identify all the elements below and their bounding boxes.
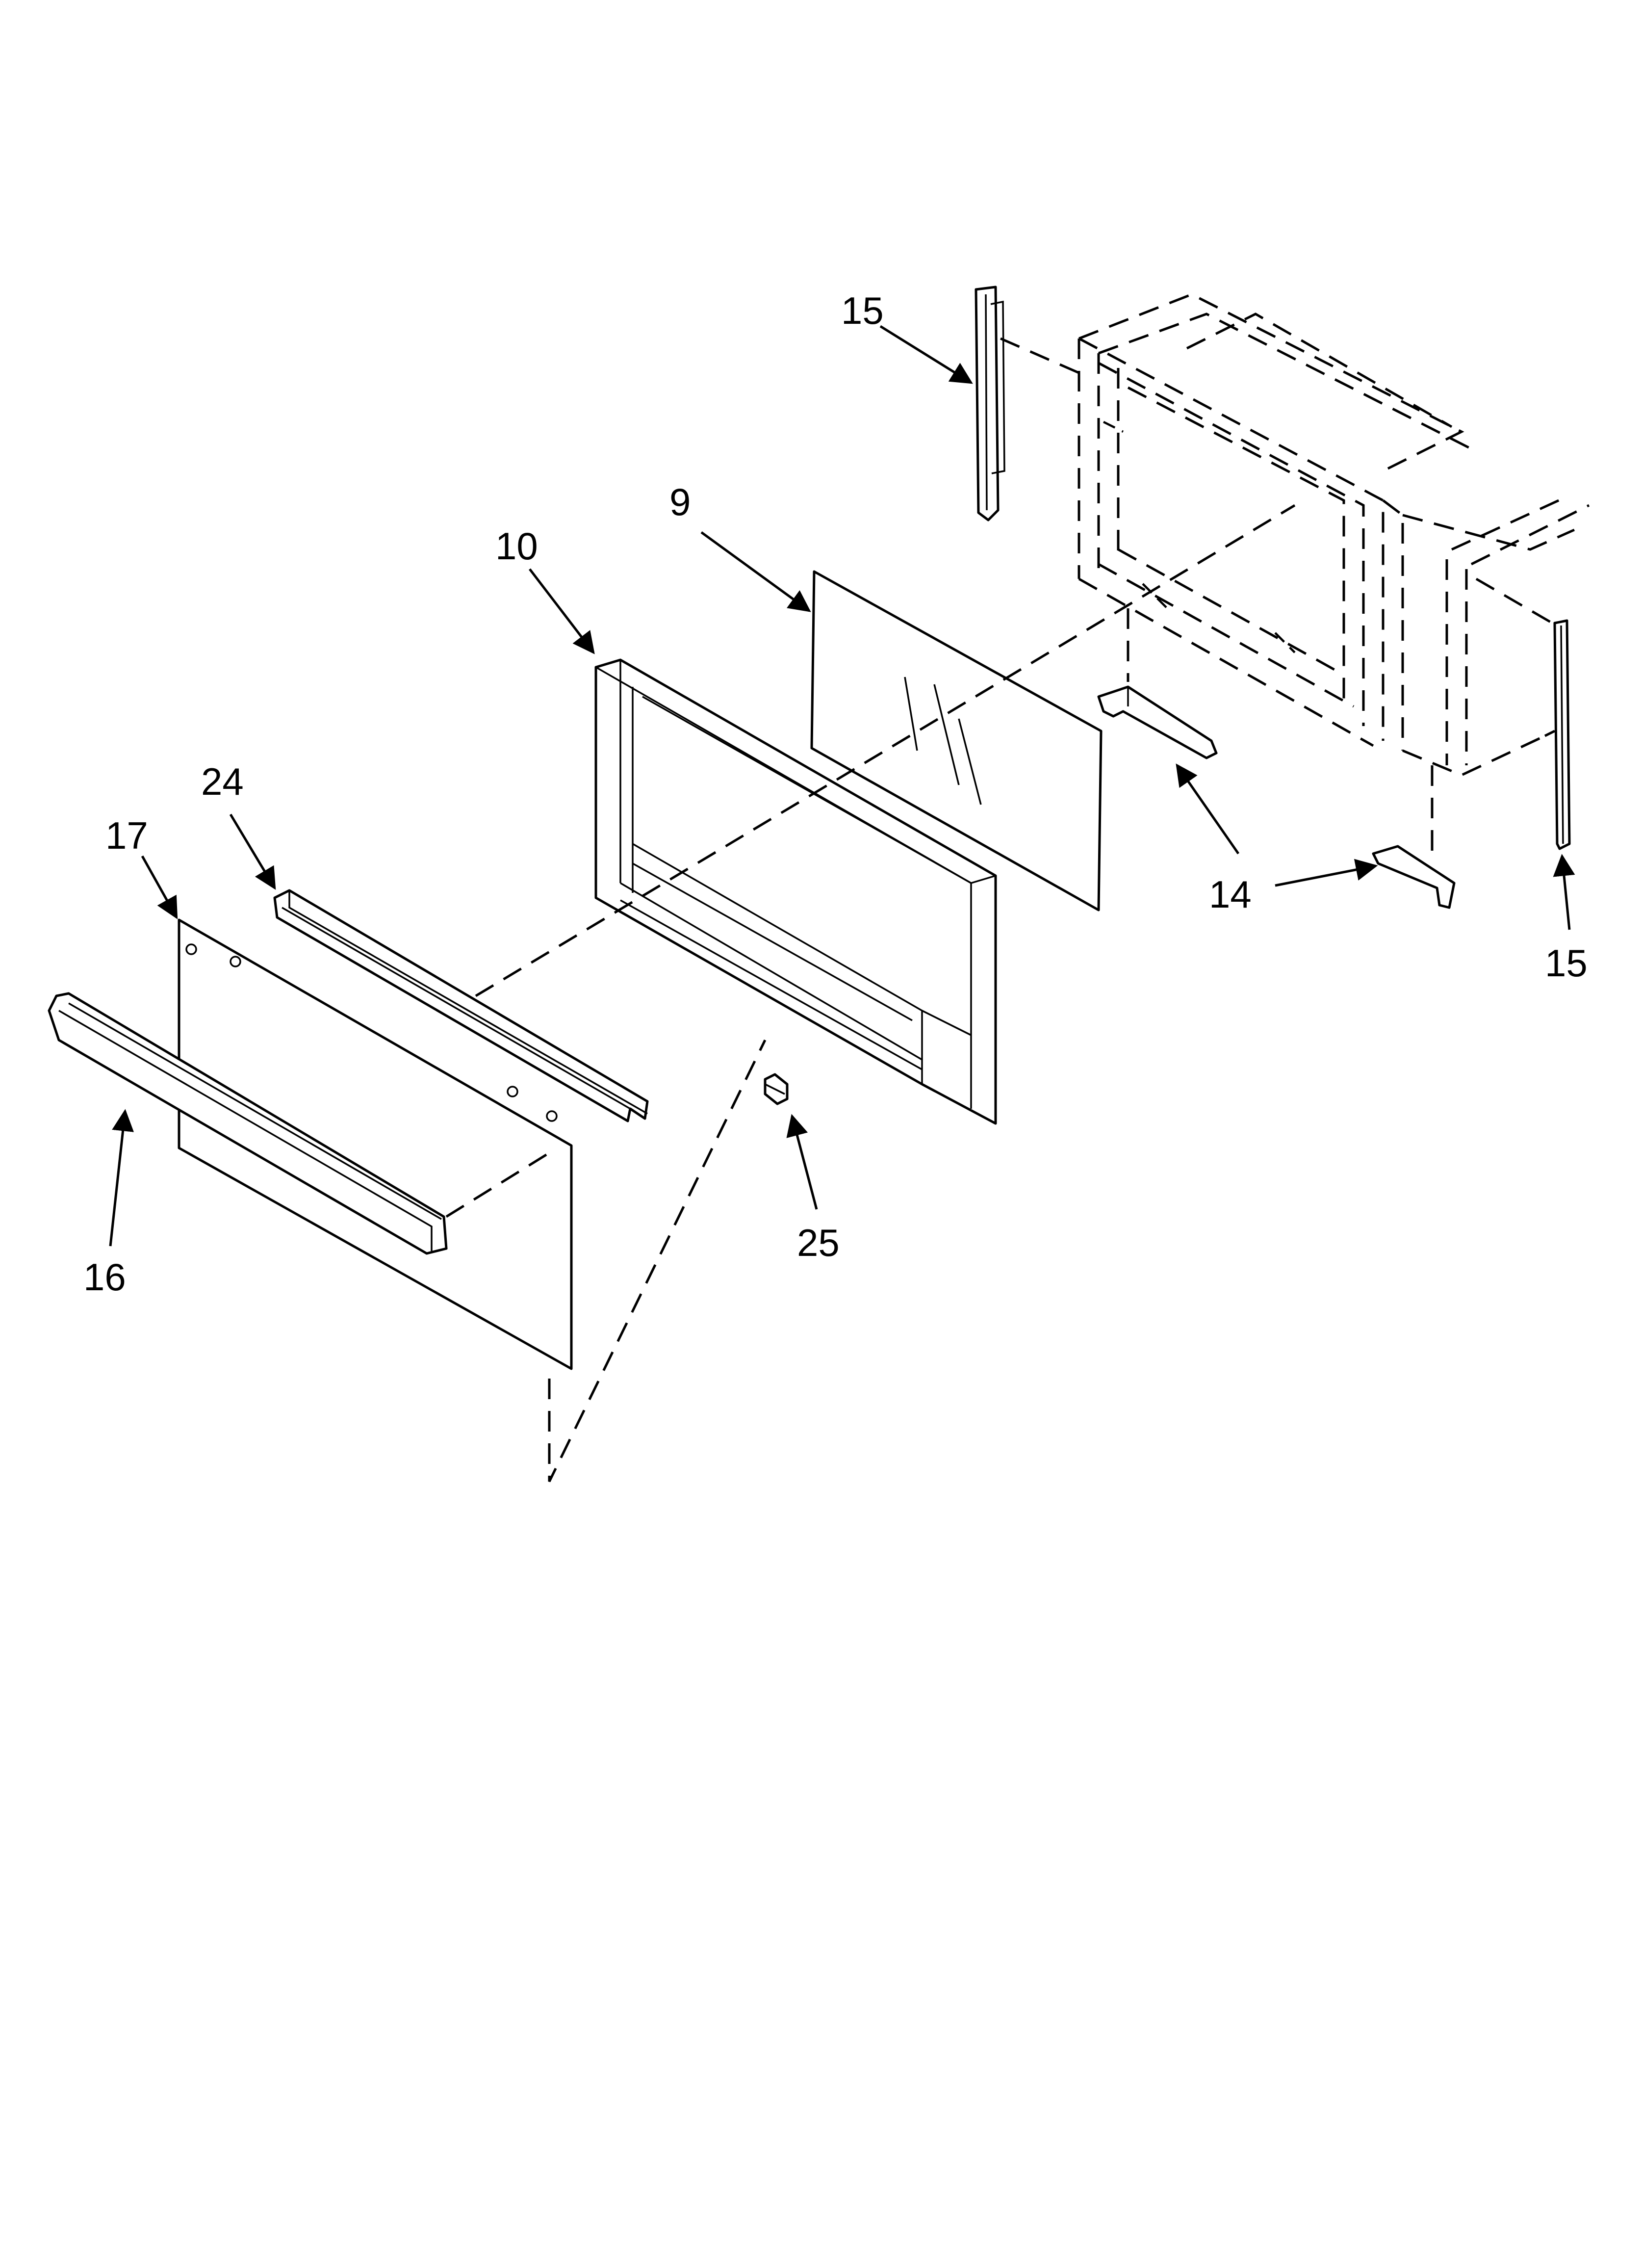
part-25-clip xyxy=(764,1073,789,1105)
part-15-right-rail xyxy=(1475,577,1571,850)
oven-cavity-outline xyxy=(1078,293,1590,777)
callout-17: 17 xyxy=(105,814,148,857)
assembly-centre-line xyxy=(475,504,1296,997)
callout-24: 24 xyxy=(201,760,244,803)
callout-16: 16 xyxy=(83,1255,126,1299)
callout-25: 25 xyxy=(797,1221,840,1264)
screw-path xyxy=(548,1039,767,1483)
part-15-top-rail xyxy=(975,286,1080,521)
part-10-door-frame xyxy=(594,658,997,1125)
part-24-trim-strip xyxy=(273,889,649,1122)
callout-15-right: 15 xyxy=(1545,941,1588,985)
callout-leaders xyxy=(109,325,1575,1247)
callout-10: 10 xyxy=(495,524,538,568)
callout-15-top: 15 xyxy=(841,289,884,332)
callout-9: 9 xyxy=(669,480,691,523)
callout-14: 14 xyxy=(1209,873,1252,916)
part-14-hinge-brackets xyxy=(1097,608,1456,909)
part-16-door-handle xyxy=(48,992,550,1255)
